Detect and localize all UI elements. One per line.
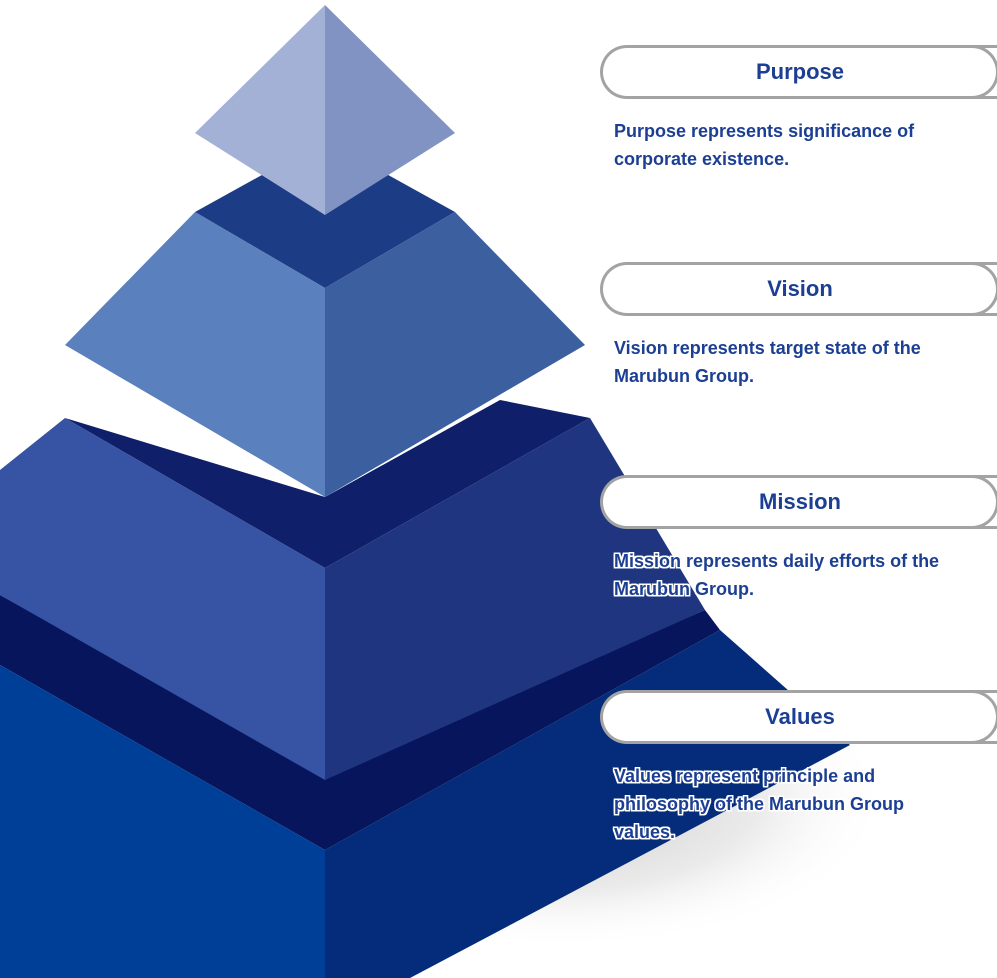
tier-mission-left-face: [0, 418, 325, 780]
mission-block: Mission Mission represents daily efforts…: [600, 475, 997, 603]
tier-purpose-left-face: [195, 5, 325, 215]
vision-title: Vision: [767, 276, 833, 301]
vision-pill: Vision: [600, 262, 997, 316]
purpose-title: Purpose: [755, 59, 845, 84]
tier-vision: [65, 140, 585, 497]
tier-values-top-band: [0, 595, 720, 850]
purpose-pill: Purpose: [600, 45, 997, 99]
purpose-description: Purpose represents significance of corpo…: [614, 121, 915, 169]
tier-values-left-face: [0, 665, 325, 978]
mission-title: Mission: [759, 489, 841, 514]
tier-vision-left-face: [65, 212, 325, 497]
vision-description: Vision represents target state of the Ma…: [614, 338, 921, 386]
tier-vision-right-face: [325, 212, 585, 497]
vision-block: Vision Vision represents target state of…: [600, 262, 997, 390]
values-description: Values represent principle and philosoph…: [614, 766, 904, 842]
values-block: Values Values represent principle and ph…: [600, 690, 997, 846]
tier-purpose: [195, 5, 455, 215]
mission-pill: Mission: [600, 475, 997, 529]
mission-description: Mission represents daily efforts of the …: [614, 551, 940, 599]
values-title: Values: [765, 704, 835, 729]
tier-purpose-right-face: [325, 5, 455, 215]
tier-mission-top-band: [65, 400, 590, 568]
purpose-block: Purpose Purpose represents significance …: [600, 45, 997, 173]
values-pill: Values: [600, 690, 997, 744]
